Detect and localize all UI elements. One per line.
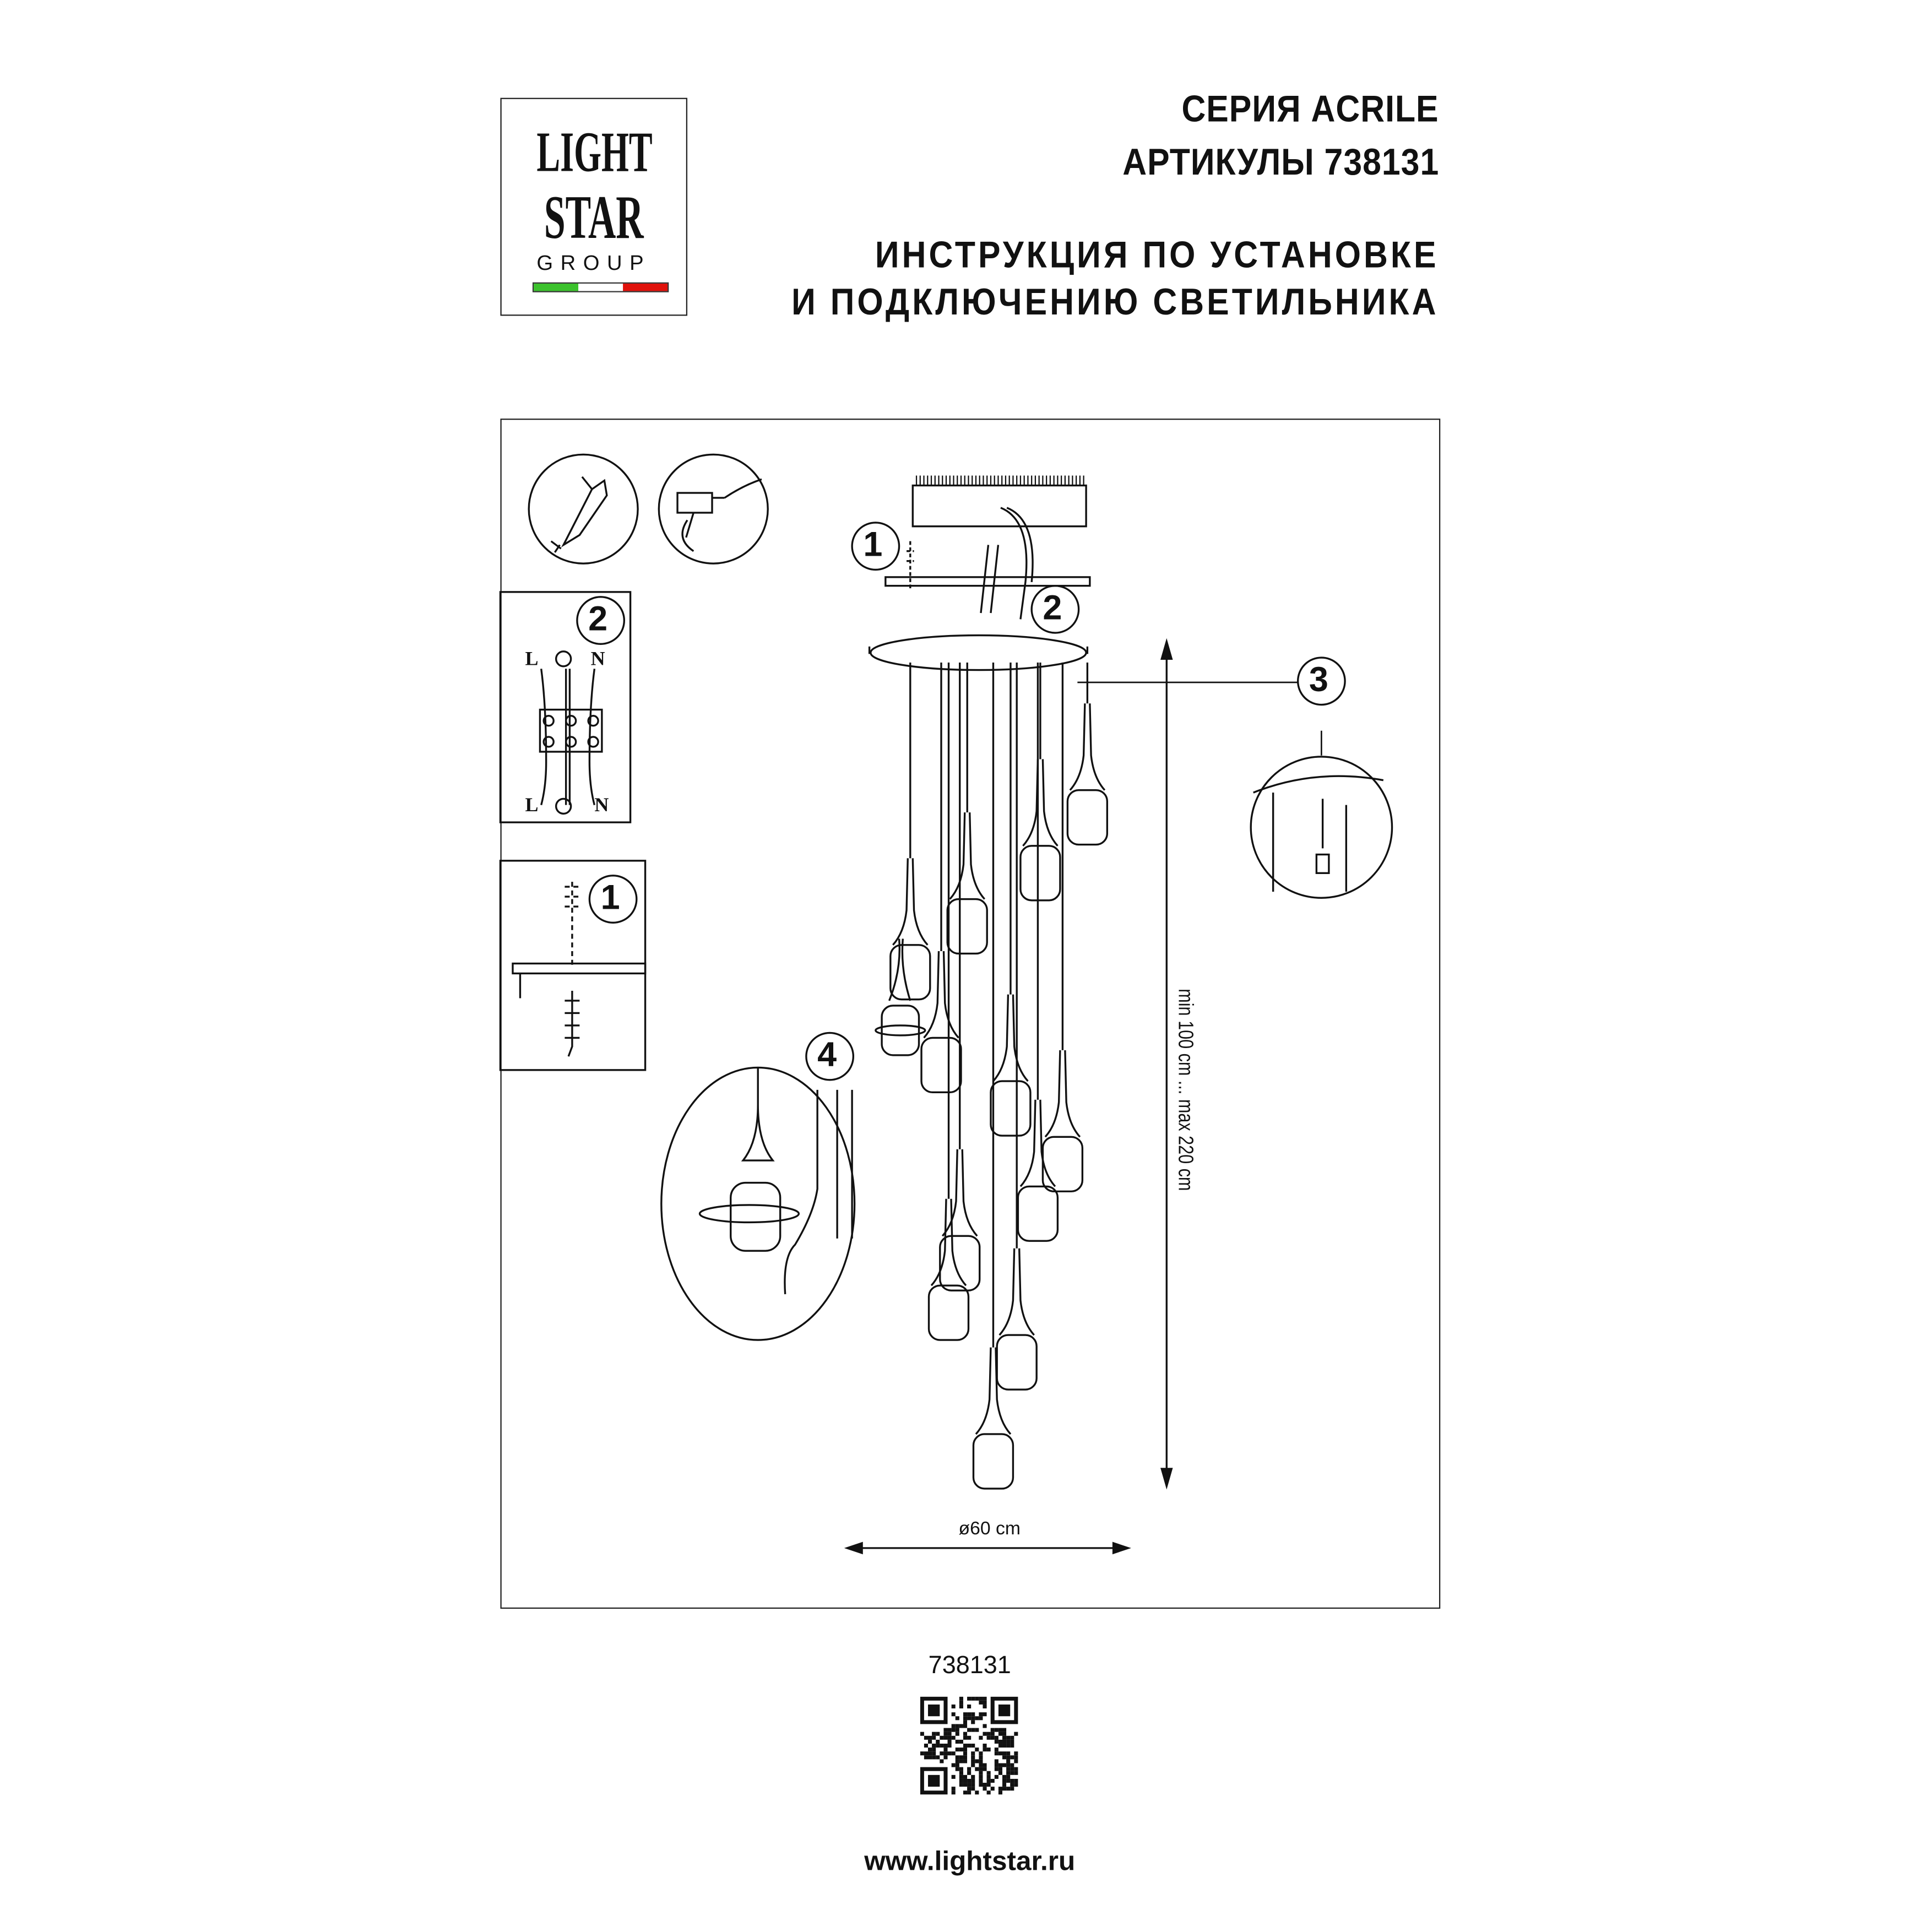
pendant-lamp <box>996 663 1038 1391</box>
footer-article: 738131 <box>928 1652 1011 1680</box>
detail-3-circle <box>1077 681 1393 899</box>
screwdriver-tool-icon <box>528 453 639 565</box>
callout-2-box-circle <box>576 596 626 645</box>
pendant-lamp <box>889 663 931 1001</box>
pendant-lamp <box>946 663 988 955</box>
wire-neutral-top: N <box>590 649 605 670</box>
callout-2-label: 2 <box>1043 588 1062 627</box>
round-ceiling-plate <box>870 634 1087 671</box>
callout-1-box-label: 1 <box>600 878 620 917</box>
detached-shade <box>875 938 926 1056</box>
wire-live-top: L <box>525 649 539 670</box>
logo-light: LIGHT <box>536 120 653 183</box>
website-link[interactable]: www.lightstar.ru <box>864 1845 1076 1876</box>
drill-tool-icon <box>658 453 769 565</box>
diameter-label: ø60 cm <box>958 1518 1021 1540</box>
callout-3-circle <box>1296 656 1346 706</box>
italian-flag-stripe <box>532 282 669 292</box>
callout-1-label: 1 <box>863 525 883 564</box>
callout-1-circle <box>851 522 900 571</box>
series-title: СЕРИЯ ACRILE <box>1181 89 1439 131</box>
height-label: min 100 cm ... max 220 cm <box>1174 989 1197 1191</box>
logo-star: STAR <box>544 182 644 252</box>
callout-2-circle <box>1030 584 1080 634</box>
pendant-lamp <box>927 663 970 1341</box>
ceiling-canopy <box>884 475 1091 620</box>
pendant-lamp <box>920 663 962 1094</box>
instruction-title-line2: И ПОДКЛЮЧЕНИЮ СВЕТИЛЬНИКА <box>791 282 1439 323</box>
callout-2-box-label: 2 <box>588 599 608 638</box>
logo-group: GROUP <box>536 251 652 275</box>
article-title: АРТИКУЛЫ 738131 <box>1122 142 1439 183</box>
pendant-group <box>889 663 1109 1490</box>
lightstar-logo: LIGHT STAR GROUP <box>500 97 688 316</box>
pendant-lamp <box>939 663 981 1291</box>
pendant-lamp <box>1019 663 1061 902</box>
diameter-dimension-arrow <box>844 1542 1131 1555</box>
qr-code[interactable] <box>920 1696 1018 1795</box>
pendant-lamp <box>972 663 1014 1490</box>
detail-4-ellipse <box>660 1066 856 1341</box>
pendant-lamp <box>1041 663 1084 1192</box>
callout-3-label: 3 <box>1309 660 1328 699</box>
pendant-lamp <box>1017 663 1059 1242</box>
callout-4-label: 4 <box>817 1035 837 1074</box>
instruction-title-line1: ИНСТРУКЦИЯ ПО УСТАНОВКЕ <box>875 235 1439 276</box>
wiring-box <box>499 591 632 823</box>
callout-1-box-circle <box>588 875 638 924</box>
pendant-lamp <box>1066 663 1109 846</box>
mounting-box <box>499 860 647 1071</box>
pendant-lamp <box>990 663 1032 1137</box>
wire-live-bottom: L <box>525 795 539 816</box>
height-dimension-arrow <box>1160 638 1173 1490</box>
wire-neutral-bottom: N <box>594 795 609 816</box>
callout-4-circle <box>805 1032 855 1081</box>
